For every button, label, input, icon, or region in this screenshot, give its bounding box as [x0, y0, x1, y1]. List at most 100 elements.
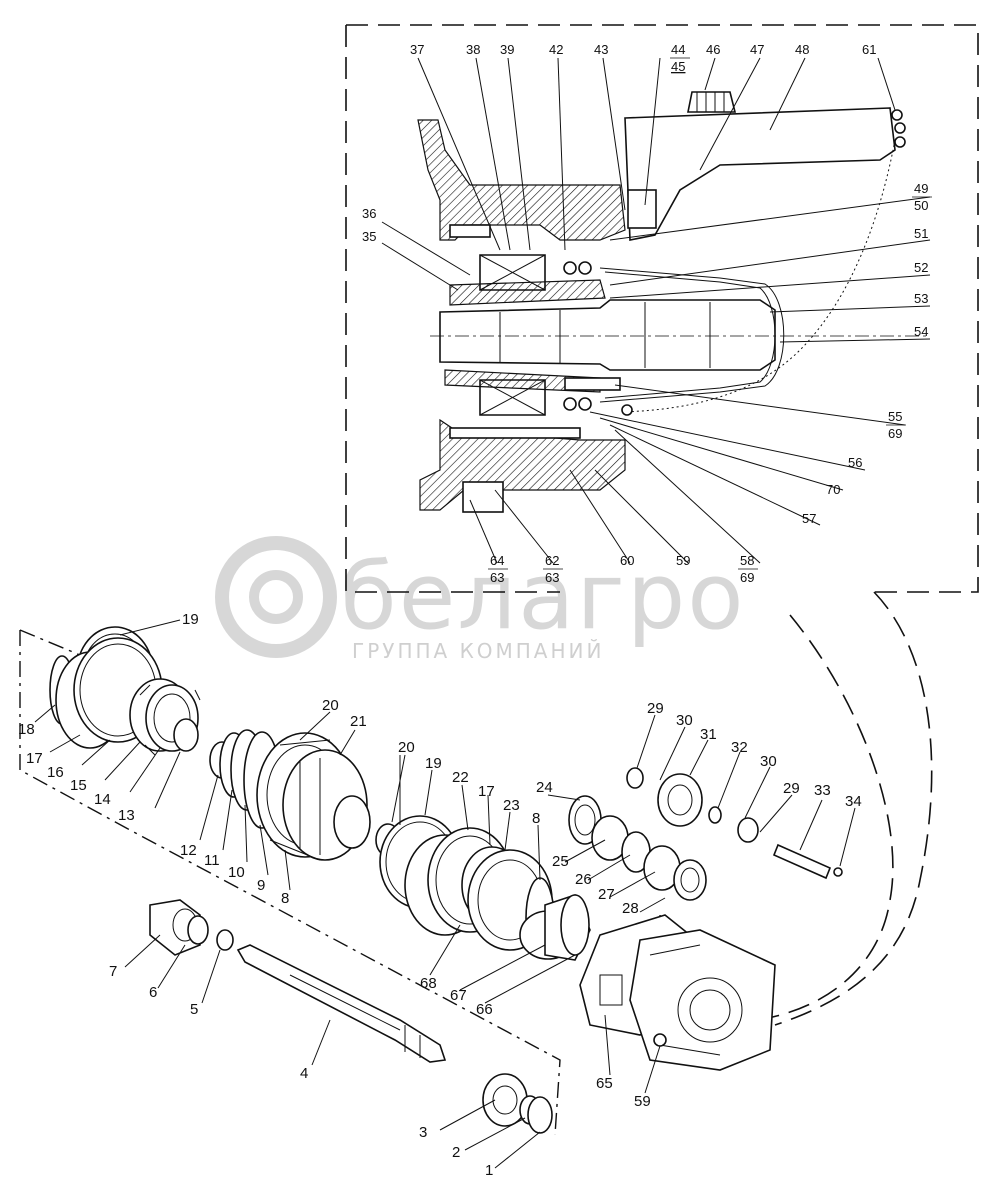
- label-70: 70: [826, 482, 840, 497]
- label-59-housing: 59: [634, 1093, 651, 1110]
- label-34: 34: [845, 793, 862, 810]
- washer-29b: [737, 817, 759, 843]
- label-48: 48: [795, 42, 809, 57]
- label-60: 60: [620, 553, 634, 568]
- hub-ring-upper: [449, 279, 606, 306]
- hub-cross-section: [417, 91, 930, 513]
- label-1: 1: [485, 1162, 493, 1179]
- label-30-left: 30: [676, 712, 693, 729]
- watermark-logo-ring: [215, 536, 337, 658]
- label-51: 51: [914, 226, 928, 241]
- watermark: белагро ГРУППА КОМПАНИЙ: [215, 536, 746, 663]
- label-38: 38: [466, 42, 480, 57]
- bearing-3: [482, 1073, 528, 1127]
- shaft-4: [236, 944, 447, 1063]
- label-14: 14: [94, 791, 111, 808]
- label-8-right: 8: [532, 810, 540, 827]
- label-8-left: 8: [281, 890, 289, 907]
- label-47: 47: [750, 42, 764, 57]
- label-50: 50: [914, 198, 928, 213]
- label-54: 54: [914, 324, 928, 339]
- washer-29a: [626, 767, 644, 789]
- label-43: 43: [594, 42, 608, 57]
- label-33: 33: [814, 782, 831, 799]
- label-63-right: 63: [545, 570, 559, 585]
- reservoir-cap: [687, 91, 737, 113]
- ring-5: [216, 929, 234, 951]
- detail-labels: 37 38 39 42 43 44 45 46 47 48 61 36 35 4…: [362, 42, 932, 585]
- label-3: 3: [419, 1124, 427, 1141]
- bolt-flange: [564, 377, 621, 391]
- label-53: 53: [914, 291, 928, 306]
- ball-34: [833, 867, 843, 877]
- label-25: 25: [552, 853, 569, 870]
- label-16: 16: [47, 764, 64, 781]
- label-66: 66: [476, 1001, 493, 1018]
- part-leaders: [34, 619, 856, 1169]
- snap-ring-1: [527, 1096, 553, 1134]
- label-32: 32: [731, 739, 748, 756]
- label-15: 15: [70, 777, 87, 794]
- label-30-right: 30: [760, 753, 777, 770]
- bolt-upper: [449, 224, 491, 238]
- oil-reservoir: [624, 107, 896, 241]
- label-61: 61: [862, 42, 876, 57]
- watermark-tagline: ГРУППА КОМПАНИЙ: [352, 639, 604, 663]
- label-64: 64: [490, 553, 504, 568]
- label-62: 62: [545, 553, 559, 568]
- label-58: 58: [740, 553, 754, 568]
- watermark-brand: белагро: [340, 543, 746, 650]
- label-37: 37: [410, 42, 424, 57]
- label-35: 35: [362, 229, 376, 244]
- hub-13: [173, 718, 199, 752]
- protective-boot: [599, 267, 785, 403]
- label-20-mid: 20: [398, 739, 415, 756]
- label-57: 57: [802, 511, 816, 526]
- ring-32: [708, 806, 722, 824]
- exploded-parts: [19, 626, 843, 1136]
- label-52: 52: [914, 260, 928, 275]
- label-69-upper: 69: [888, 426, 902, 441]
- label-9: 9: [257, 877, 265, 894]
- label-69-lower: 69: [740, 570, 754, 585]
- label-29-left: 29: [647, 700, 664, 717]
- label-22: 22: [452, 769, 469, 786]
- label-13: 13: [118, 807, 135, 824]
- label-27: 27: [598, 886, 615, 903]
- label-17-left: 17: [26, 750, 43, 767]
- label-18: 18: [18, 721, 35, 738]
- gear-28: [673, 859, 707, 901]
- housing-upper: [417, 119, 626, 241]
- label-29-right: 29: [783, 780, 800, 797]
- label-44: 44: [671, 42, 685, 57]
- label-26: 26: [575, 871, 592, 888]
- label-21: 21: [350, 713, 367, 730]
- assembly-axis-left: [19, 630, 561, 1136]
- label-11: 11: [204, 852, 220, 869]
- housing-59: [629, 929, 776, 1071]
- output-shaft: [439, 299, 776, 371]
- label-42: 42: [549, 42, 563, 57]
- label-23: 23: [503, 797, 520, 814]
- detail-view-frame: [345, 24, 979, 593]
- label-20-top: 20: [322, 697, 339, 714]
- label-39: 39: [500, 42, 514, 57]
- label-17-mid: 17: [478, 783, 495, 800]
- label-12: 12: [180, 842, 197, 859]
- coupling-6: [187, 915, 209, 945]
- sleeve-7: [149, 899, 201, 956]
- detail-leaders: [381, 57, 931, 564]
- label-45: 45: [671, 59, 685, 74]
- label-10: 10: [228, 864, 245, 881]
- label-67: 67: [450, 987, 467, 1004]
- label-19-top: 19: [182, 611, 199, 628]
- hub-ring-lower: [444, 369, 601, 393]
- gear-31: [657, 773, 703, 827]
- assembly-axis-left-top: [19, 629, 81, 656]
- label-7: 7: [109, 963, 117, 980]
- detail-callout-leader-inner: [767, 614, 894, 1019]
- label-4: 4: [300, 1065, 308, 1082]
- label-46: 46: [706, 42, 720, 57]
- label-59-detail: 59: [676, 553, 690, 568]
